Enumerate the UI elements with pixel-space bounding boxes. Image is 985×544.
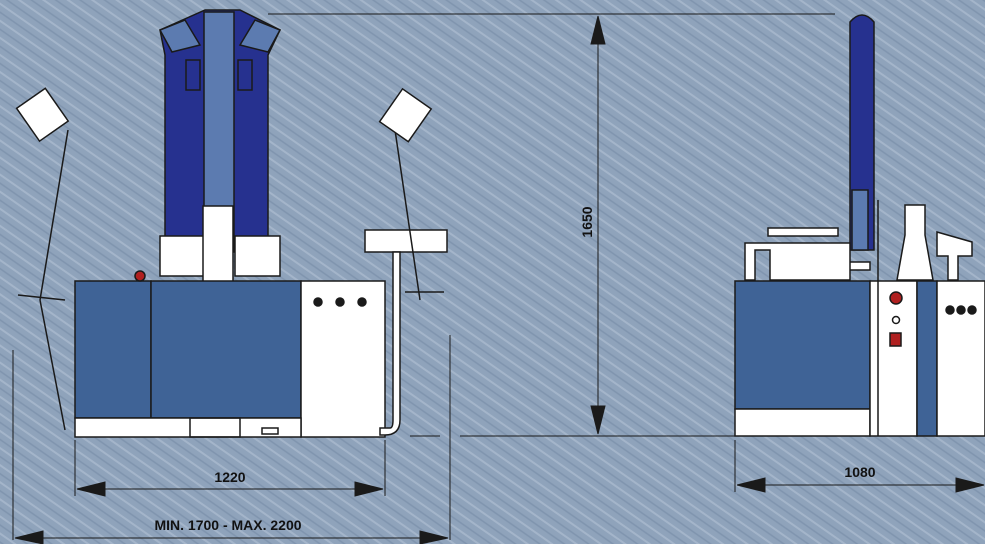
front-body-base [74,417,302,438]
front-torso-pocket-left [185,59,201,91]
side-knob-3 [967,305,977,315]
front-view [15,9,448,438]
front-right-arm-head [378,87,433,143]
front-body-center-panel [150,280,302,419]
side-arm-bar-upper [767,227,839,237]
front-knob-1 [313,297,323,307]
front-torso-pocket-right [237,59,253,91]
front-right-shoulder [238,19,282,53]
total-width-arrow-right [419,530,449,544]
side-funnel [896,204,934,281]
front-left-arm-rod-2 [39,299,66,431]
side-indicator-small [891,315,901,325]
front-width-label: 1220 [214,469,245,485]
dimension-lines [12,13,985,544]
front-knob-3 [357,297,367,307]
side-table [936,231,973,281]
front-body-control-panel [300,280,386,438]
front-table-support [379,251,401,436]
front-work-table [364,229,448,253]
total-width-arrow-left [14,530,44,544]
side-torso-shadow [851,189,869,251]
side-body-front-strip [916,280,938,437]
front-right-arm-rod [394,129,421,301]
front-left-arm-crossbar [17,294,66,301]
side-depth-arrow-left [736,477,766,493]
height-arrow-top [590,15,606,45]
front-indicator [134,270,146,282]
side-body-front-panel [936,280,985,437]
side-body-back-panel [734,280,871,410]
front-width-arrow-right [354,481,384,497]
front-clamp-right [234,235,281,277]
front-clamp-left [159,235,206,277]
front-base-pedal [261,427,279,435]
front-left-shoulder [158,19,202,53]
height-label: 1650 [579,206,595,237]
total-width-label: MIN. 1700 - MAX. 2200 [154,517,301,533]
side-view [734,14,985,437]
side-knob-1 [945,305,955,315]
side-indicator-red [889,291,903,305]
front-left-arm-head [15,87,70,143]
side-body-base [734,408,871,437]
front-width-arrow-left [76,481,106,497]
height-arrow-bottom [590,405,606,435]
front-left-arm-rod [39,129,69,301]
side-rear-frame [744,242,851,281]
side-switch [889,332,902,347]
side-depth-arrow-right [955,477,985,493]
front-knob-2 [335,297,345,307]
side-depth-label: 1080 [844,464,875,480]
side-knob-2 [956,305,966,315]
front-base-slot [189,417,241,438]
front-body-left-panel [74,280,152,419]
front-clamp-center [202,205,234,283]
